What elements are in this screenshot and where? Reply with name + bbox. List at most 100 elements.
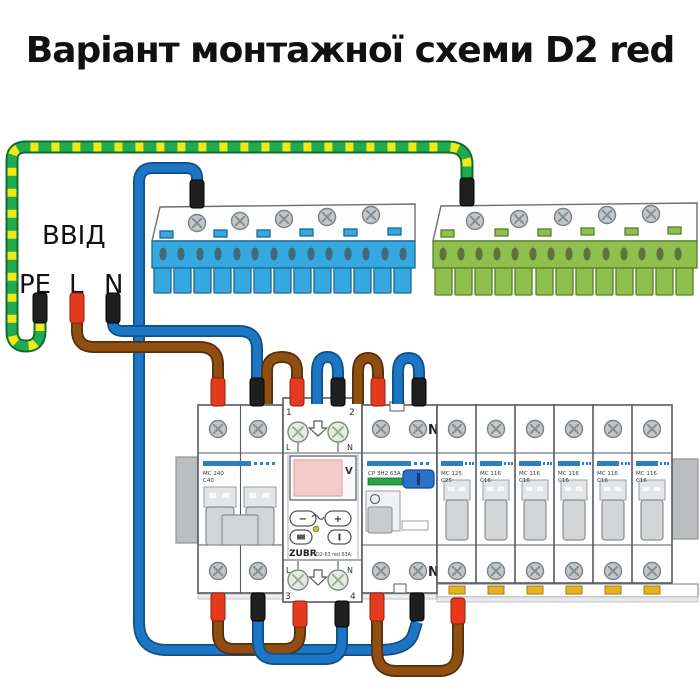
- relay-model-label: D2-63 red 63A: [316, 552, 352, 558]
- rcd-bottom-window: [393, 583, 407, 594]
- neutral-busbar-ferrule: [189, 179, 205, 209]
- rcd-n-bottom-label: N: [428, 565, 439, 580]
- wire-ferrule: [249, 377, 265, 407]
- neutral-label: N: [104, 270, 123, 300]
- power-button: [327, 529, 352, 545]
- busbar-screw: [597, 205, 617, 225]
- relay-terminal-4: 4: [350, 592, 356, 602]
- busbar-screw: [509, 209, 529, 229]
- relay-terminal-2: 2: [349, 408, 355, 418]
- relay-n-bottom-label: N: [347, 566, 353, 575]
- branch-model-label: MC 125: [441, 471, 462, 477]
- display-unit-label: V: [345, 466, 353, 477]
- rcd: СР ЗН2 63А 30мА N N: [361, 401, 439, 594]
- busbar-screw: [553, 207, 573, 227]
- pe-busbar: [432, 202, 698, 296]
- breaker-model-label: MC 240: [203, 471, 224, 477]
- branch-model-label: MC 116: [636, 471, 657, 477]
- page-title: Варіант монтажної схеми D2 red: [26, 30, 674, 71]
- busbar-holes: [439, 247, 682, 261]
- relay-l-bottom-label: L: [286, 566, 291, 575]
- relay-terminal-screw: [287, 569, 309, 591]
- relay-terminal-screw: [287, 421, 309, 443]
- test-button: [367, 506, 393, 534]
- branch-rating-label: C16: [480, 478, 491, 484]
- led-indicator: [312, 525, 320, 533]
- busbar-screw: [465, 211, 485, 231]
- busbar-holes: [159, 247, 407, 261]
- wire-ferrule: [210, 377, 226, 407]
- voltage-display: [293, 459, 343, 497]
- branch-breaker-2: MC 116 C16: [476, 405, 516, 583]
- relay-terminal-1: 1: [286, 408, 292, 418]
- breaker-rating-label: C40: [203, 478, 214, 484]
- comb-busbar: [436, 583, 699, 603]
- branch-breaker-6: MC 116 C16: [632, 405, 672, 583]
- power-label: I: [338, 533, 342, 544]
- down-arrow-icon: [307, 420, 329, 437]
- branch-breaker-5: MC 116 C16: [593, 405, 633, 583]
- branch-breaker-3: MC 116 C16: [515, 405, 555, 583]
- wire-ferrule: [210, 592, 226, 622]
- branch-model-label: MC 116: [558, 471, 579, 477]
- voltage-relay: 1 2 L N V − + I ZUBR D2-63 red 63A L N 3…: [282, 397, 363, 603]
- wire-ferrule: [409, 592, 425, 622]
- busbar-screw: [361, 205, 381, 225]
- relay-terminal-screw: [327, 421, 349, 443]
- rcd-tray: [401, 520, 429, 531]
- wire-ferrule: [334, 600, 350, 628]
- branch-model-label: MC 116: [597, 471, 618, 477]
- busbar-screw: [274, 209, 294, 229]
- wire-ferrule: [330, 377, 346, 407]
- pe-input-ferrule: [32, 292, 48, 324]
- relay-terminal-screw: [327, 569, 349, 591]
- din-rail-right: [671, 458, 699, 540]
- down-arrow-icon: [307, 569, 329, 586]
- minus-label: −: [299, 514, 307, 525]
- branch-model-label: MC 116: [519, 471, 540, 477]
- branch-rating-label: C16: [597, 478, 608, 484]
- branch-rating-label: C16: [558, 478, 569, 484]
- comb-feed-ferrule: [450, 597, 466, 625]
- busbar-screw: [187, 213, 207, 233]
- rcd-n-top-label: N: [428, 423, 439, 438]
- wire-ferrule: [369, 592, 385, 622]
- wire-ferrule: [292, 600, 308, 628]
- busbar-teeth: [153, 267, 412, 294]
- menu-icon: [297, 534, 305, 540]
- plus-button: [324, 510, 352, 527]
- relay-l-top-label: L: [286, 443, 291, 452]
- relay-brand-label: ZUBR: [289, 549, 317, 559]
- wire-ferrule: [411, 377, 427, 407]
- minus-button: [289, 510, 317, 527]
- wire-ferrule: [289, 377, 305, 407]
- main-breaker: MC 240 C40: [197, 404, 284, 594]
- branch-breaker-4: MC 116 C16: [554, 405, 594, 583]
- branch-rating-label: C16: [519, 478, 530, 484]
- neutral-busbar: [151, 203, 416, 294]
- relay-terminal-3: 3: [285, 592, 291, 602]
- rcd-model-label: СР ЗН2 63А 30мА: [368, 471, 417, 477]
- busbar-screw: [230, 211, 250, 231]
- busbar-teeth: [434, 267, 694, 296]
- rcd-flag: [367, 477, 403, 486]
- wire-ferrule: [370, 377, 386, 407]
- branch-rating-label: C16: [636, 478, 647, 484]
- plus-label: +: [334, 514, 342, 525]
- pe-busbar-ferrule: [459, 177, 475, 207]
- input-header-label: ВВІД: [42, 221, 106, 251]
- toggle-tie: [221, 514, 259, 546]
- wire-ferrules: [32, 177, 475, 628]
- neutral-input-ferrule: [105, 292, 121, 324]
- busbar-screw: [317, 207, 337, 227]
- wire-ferrule: [250, 592, 266, 622]
- busbar-screw: [641, 204, 661, 224]
- test-indicator: [369, 493, 381, 505]
- live-input-ferrule: [69, 292, 85, 324]
- branch-model-label: MC 116: [480, 471, 501, 477]
- wave-icon: [311, 514, 325, 520]
- branch-rating-label: C25: [441, 478, 452, 484]
- din-rail-left: [175, 456, 199, 544]
